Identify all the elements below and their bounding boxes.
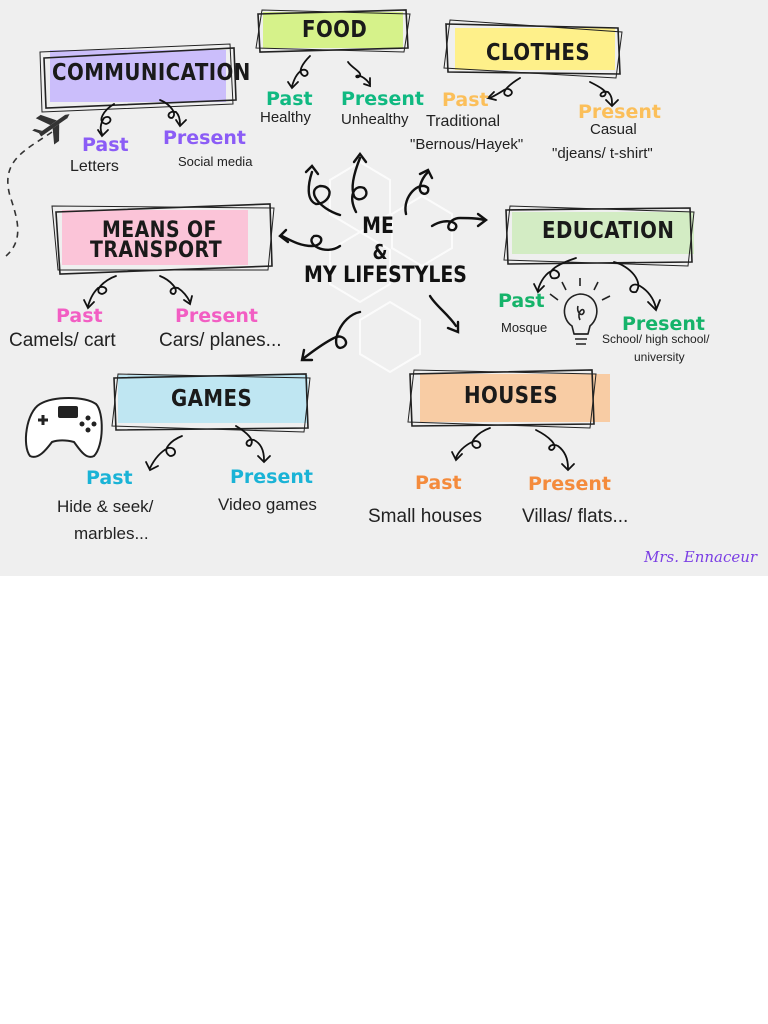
center-line-3: MY LIFESTYLES [304,263,467,288]
games-present-label: Present [230,466,313,488]
branch-arrows [83,55,661,472]
communication-title: COMMUNICATION [52,60,251,86]
mind-map-board: COMMUNICATION Past Letters Present Socia… [0,0,768,576]
box-outlines [39,9,695,433]
games-past-item-2: marbles... [74,524,149,543]
center-line-2: & [372,240,388,264]
food-past-item: Healthy [260,109,311,126]
clothes-past-item-2: "Bernous/Hayek" [410,136,524,153]
gamepad-icon [24,397,103,458]
author-signature: Mrs. Ennaceur [644,548,758,566]
games-title: GAMES [171,386,253,412]
games-past-item-1: Hide & seek/ [57,497,154,516]
games-present-item: Video games [218,495,317,514]
clothes-present-label: Present [578,101,661,123]
communication-past-label: Past [82,134,129,156]
clothes-present-item-1: Casual [590,121,637,138]
communication-past-item: Letters [70,158,119,175]
education-past-item: Mosque [501,320,548,335]
food-past-label: Past [266,88,313,110]
highlight-blocks [50,12,694,423]
houses-past-label: Past [415,472,462,494]
transport-title-1: MEANS OF [102,218,217,243]
decorations-layer [5,9,695,472]
education-past-label: Past [498,290,545,312]
education-present-label: Present [622,313,705,335]
transport-past-item: Camels/ cart [9,330,116,351]
hexagon-pattern [329,160,453,374]
center-arrows [278,152,488,362]
clothes-past-item-1: Traditional [426,113,501,130]
communication-present-item: Social media [178,154,253,169]
transport-past-label: Past [56,305,103,327]
houses-title: HOUSES [464,383,559,409]
transport-present-label: Present [175,305,258,327]
airplane-icon [5,114,70,257]
houses-present-item: Villas/ flats... [522,506,629,527]
houses-present-label: Present [528,473,611,495]
clothes-past-label: Past [442,89,489,111]
lightbulb-icon [549,278,611,345]
education-title: EDUCATION [542,218,675,244]
transport-title-2: TRANSPORT [90,238,223,263]
education-present-item-1: School/ high school/ [602,332,710,346]
food-title: FOOD [302,17,368,43]
communication-present-label: Present [163,127,246,149]
clothes-title: CLOTHES [486,40,591,66]
food-present-label: Present [341,88,424,110]
games-past-label: Past [86,467,133,489]
center-line-1: ME [362,214,394,239]
houses-past-item: Small houses [368,506,483,527]
education-present-item-2: university [634,350,685,364]
transport-present-item: Cars/ planes... [159,330,282,351]
clothes-present-item-2: "djeans/ t-shirt" [552,145,653,162]
food-present-item: Unhealthy [341,111,409,128]
